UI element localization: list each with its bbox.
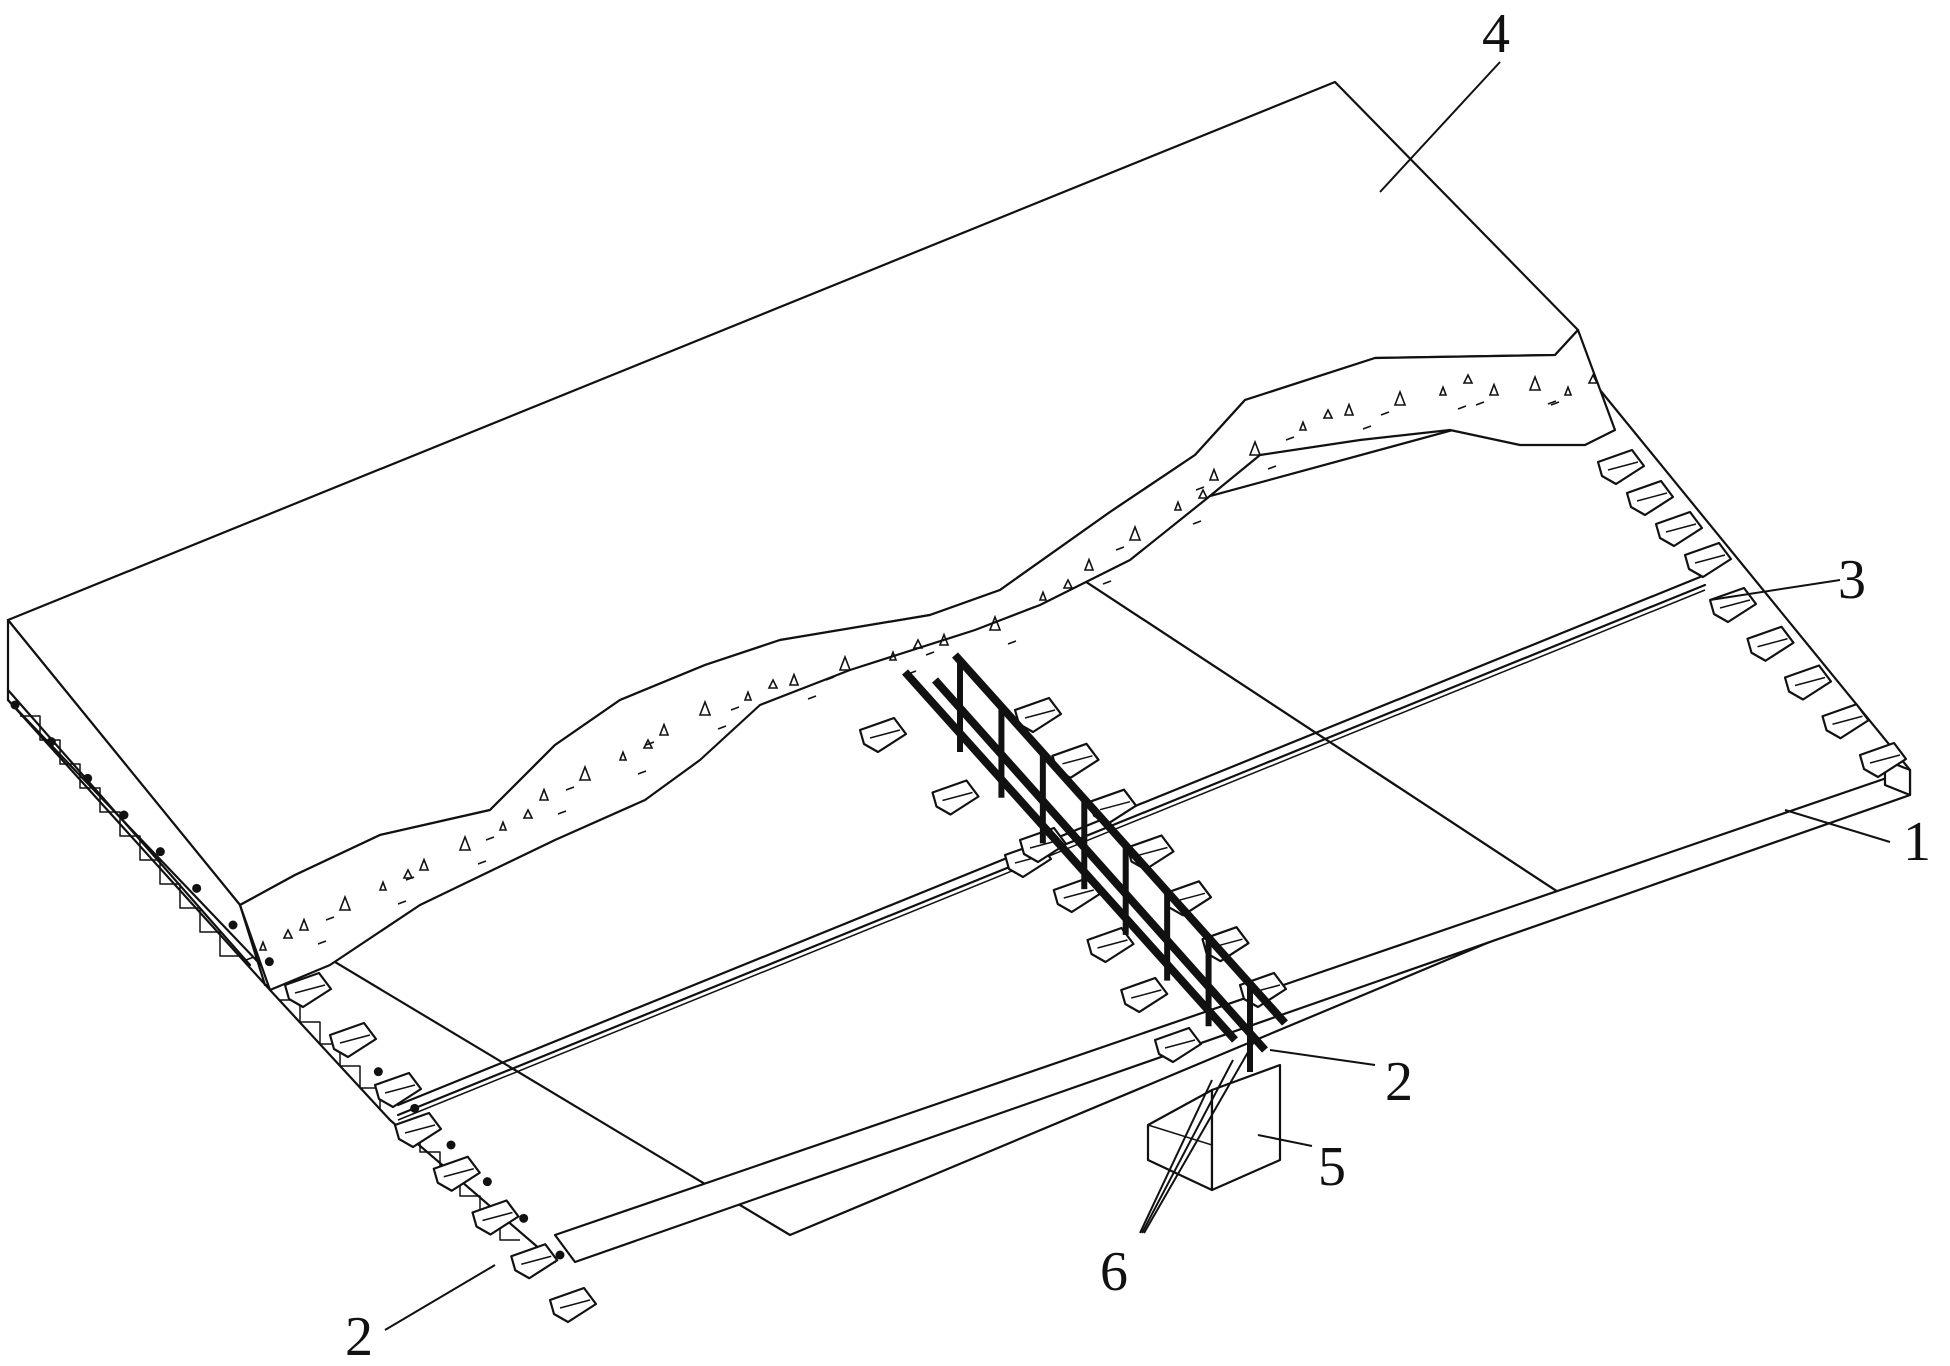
label-shear-key: 3: [1838, 549, 1866, 611]
label-cast-in-place-layer: 4: [1482, 3, 1510, 65]
dovetail-notches: [283, 448, 1908, 1324]
label-precast-slab: 1: [1903, 811, 1931, 873]
leader-lines: [384, 61, 1891, 1331]
label-side-groove: 2: [1385, 1051, 1413, 1113]
label-side-groove-left: 2: [345, 1306, 373, 1366]
support-beam: [1146, 1063, 1282, 1192]
rebar-cage: [902, 652, 1288, 1072]
label-support-beam: 5: [1318, 1136, 1346, 1198]
label-reinforcement: 6: [1100, 1241, 1128, 1303]
concrete-section-band: [238, 328, 1617, 992]
aggregate-texture: [245, 373, 1599, 961]
